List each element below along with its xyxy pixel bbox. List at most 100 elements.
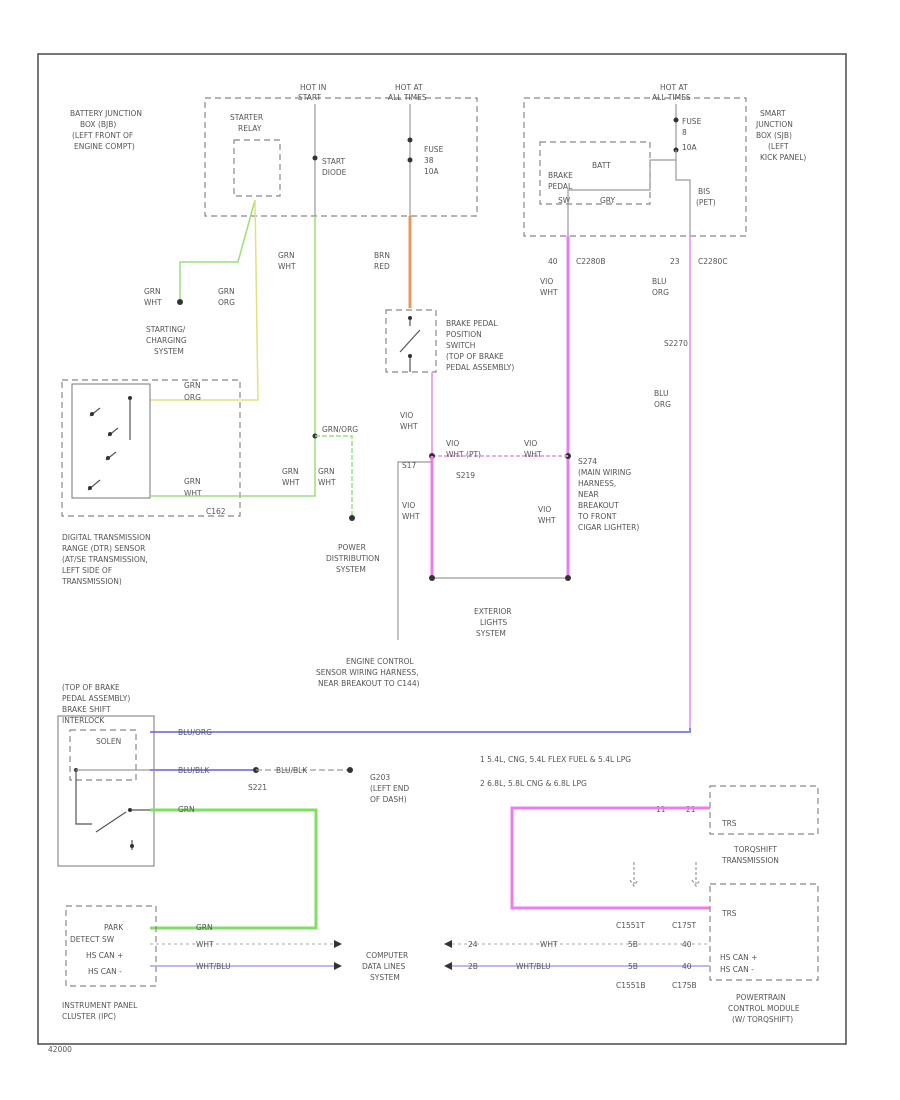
- grn-org-label-2: GRN ORG: [184, 381, 201, 402]
- wht-blu-data-arrow-right: [444, 962, 452, 970]
- svg-text:VIO: VIO: [402, 501, 415, 510]
- svg-text:8: 8: [682, 128, 687, 137]
- svg-text:HOT IN: HOT IN: [300, 83, 326, 92]
- svg-text:DETECT SW: DETECT SW: [70, 935, 115, 944]
- ipc-label: INSTRUMENT PANEL CLUSTER (IPC): [62, 1001, 138, 1021]
- power-distribution-node: [349, 515, 355, 521]
- start-diode-node: [312, 155, 318, 161]
- brake-pedal-label: BRAKE PEDAL: [548, 171, 573, 191]
- svg-text:ORG: ORG: [184, 393, 201, 402]
- svg-text:ENGINE CONTROL: ENGINE CONTROL: [346, 657, 415, 666]
- svg-text:WHT: WHT: [538, 516, 556, 525]
- engine-control-sensor-label: ENGINE CONTROL SENSOR WIRING HARNESS, NE…: [316, 657, 420, 688]
- svg-text:GRN: GRN: [282, 467, 299, 476]
- svg-text:GRN: GRN: [184, 477, 201, 486]
- hot-at-all-times-label-1: HOT AT ALL TIMES: [388, 83, 427, 102]
- starter-relay-label: STARTER RELAY: [230, 113, 263, 133]
- svg-text:EXTERIOR: EXTERIOR: [474, 607, 512, 616]
- starter-relay-box: [233, 139, 281, 197]
- sw-label: SW: [558, 196, 571, 205]
- wht-data-arrow-right: [444, 940, 452, 948]
- grn-wht-label-2: GRN WHT: [144, 287, 162, 307]
- starting-charging-node: [177, 299, 183, 305]
- interlock-switch-contact: [75, 770, 150, 850]
- svg-text:SYSTEM: SYSTEM: [370, 973, 400, 982]
- gry-sjb-label: GRY: [600, 196, 616, 205]
- svg-text:(LEFT FRONT OF: (LEFT FRONT OF: [72, 131, 133, 140]
- sjb-bis-wire: [675, 160, 691, 236]
- svg-text:GRN: GRN: [318, 467, 335, 476]
- svg-text:SYSTEM: SYSTEM: [476, 629, 506, 638]
- svg-text:CLUSTER (IPC): CLUSTER (IPC): [62, 1012, 116, 1021]
- svg-text:KICK PANEL): KICK PANEL): [760, 153, 806, 162]
- svg-text:FUSE: FUSE: [682, 117, 702, 126]
- svg-text:PEDAL: PEDAL: [548, 182, 573, 191]
- exterior-lights-node-left: [429, 575, 435, 581]
- computer-data-lines-label: COMPUTER DATA LINES SYSTEM: [362, 951, 408, 982]
- svg-text:WHT: WHT: [278, 262, 296, 271]
- s2270-label: S2270: [664, 339, 688, 348]
- svg-text:VIO: VIO: [524, 439, 537, 448]
- svg-text:INTERLOCK: INTERLOCK: [62, 716, 105, 725]
- blu-blk-label-1: BLU/BLK: [178, 766, 210, 775]
- vio-wht-label-2: VIO WHT: [400, 411, 418, 431]
- svg-text:HARNESS,: HARNESS,: [578, 479, 616, 488]
- grn-org-power-dist-wire: [315, 435, 353, 516]
- svg-text:VIO: VIO: [400, 411, 413, 420]
- smart-junction-box: [523, 97, 747, 237]
- fuse-8-label: FUSE 8 10A: [682, 117, 702, 152]
- hot-in-start-label: HOT IN START: [298, 83, 326, 102]
- svg-text:BRAKE PEDAL: BRAKE PEDAL: [446, 319, 498, 328]
- svg-text:(LEFT: (LEFT: [768, 142, 789, 151]
- svg-text:HS CAN -: HS CAN -: [720, 965, 754, 974]
- grn-interlock-wire: [150, 808, 318, 930]
- svg-text:WHT: WHT: [400, 422, 418, 431]
- brake-pedal-switch-contact: [399, 318, 421, 372]
- pcm-bottom-pins: 2B 5B 40: [468, 962, 692, 971]
- svg-text:(PET): (PET): [696, 198, 716, 207]
- c1551t-label: C1551T: [616, 921, 645, 930]
- dtr-sensor-contacts: [87, 400, 131, 491]
- svg-text:LIGHTS: LIGHTS: [480, 618, 507, 627]
- grn-wht-starting-wire: [179, 199, 256, 300]
- trs-magenta-wire: [510, 806, 710, 910]
- svg-text:ORG: ORG: [218, 298, 235, 307]
- svg-text:G203: G203: [370, 773, 390, 782]
- svg-text:CONTROL MODULE: CONTROL MODULE: [728, 1004, 800, 1013]
- vio-wht-label-1: VIO WHT: [540, 277, 558, 297]
- svg-text:ORG: ORG: [652, 288, 669, 297]
- svg-text:BOX (SJB): BOX (SJB): [756, 131, 792, 140]
- svg-text:S274: S274: [578, 457, 597, 466]
- svg-text:START: START: [322, 157, 346, 166]
- svg-text:TRANSMISSION: TRANSMISSION: [721, 856, 779, 865]
- dtr-sensor-box: [61, 379, 241, 517]
- svg-text:RANGE (DTR) SENSOR: RANGE (DTR) SENSOR: [62, 544, 145, 553]
- svg-text:POWERTRAIN: POWERTRAIN: [736, 993, 786, 1002]
- c162-label: C162: [206, 507, 226, 516]
- wht-blu-data-arrow-left: [334, 962, 342, 970]
- dtr-sensor-inner: [71, 383, 151, 499]
- svg-text:SYSTEM: SYSTEM: [336, 565, 366, 574]
- svg-text:ENGINE COMPT): ENGINE COMPT): [74, 142, 135, 151]
- torqshift-transmission-label: TORQSHIFT TRANSMISSION: [721, 845, 779, 865]
- svg-text:NEAR BREAKOUT TO C144): NEAR BREAKOUT TO C144): [318, 679, 420, 688]
- g203-label: G203 (LEFT END OF DASH): [370, 773, 409, 804]
- blu-org-label-2: BLU ORG: [654, 389, 671, 409]
- svg-text:5B: 5B: [628, 962, 638, 971]
- fuse-38-node-bottom: [407, 157, 413, 163]
- battery-junction-box-label: BATTERY JUNCTION BOX (BJB) (LEFT FRONT O…: [70, 109, 142, 151]
- pcm-top-pins: 24 5B 40: [468, 940, 692, 949]
- svg-text:FUSE: FUSE: [424, 145, 444, 154]
- svg-text:BOX (BJB): BOX (BJB): [80, 120, 116, 129]
- svg-text:WHT: WHT: [402, 512, 420, 521]
- wht-blu-label-2: WHT/BLU: [516, 962, 551, 971]
- grn-org-relay-wire: [150, 199, 259, 401]
- torqshift-arrow-1: [629, 862, 639, 888]
- s274-label: S274 (MAIN WIRING HARNESS, NEAR BREAKOUT…: [577, 457, 639, 532]
- svg-text:VIO: VIO: [538, 505, 551, 514]
- footnote-1: 1 5.4L, CNG, 5.4L FLEX FUEL & 5.4L LPG: [480, 755, 631, 764]
- svg-text:WHT: WHT: [184, 489, 202, 498]
- svg-text:CHARGING: CHARGING: [146, 336, 187, 345]
- svg-text:WHT: WHT: [144, 298, 162, 307]
- c1551b-label: C1551B: [616, 981, 645, 990]
